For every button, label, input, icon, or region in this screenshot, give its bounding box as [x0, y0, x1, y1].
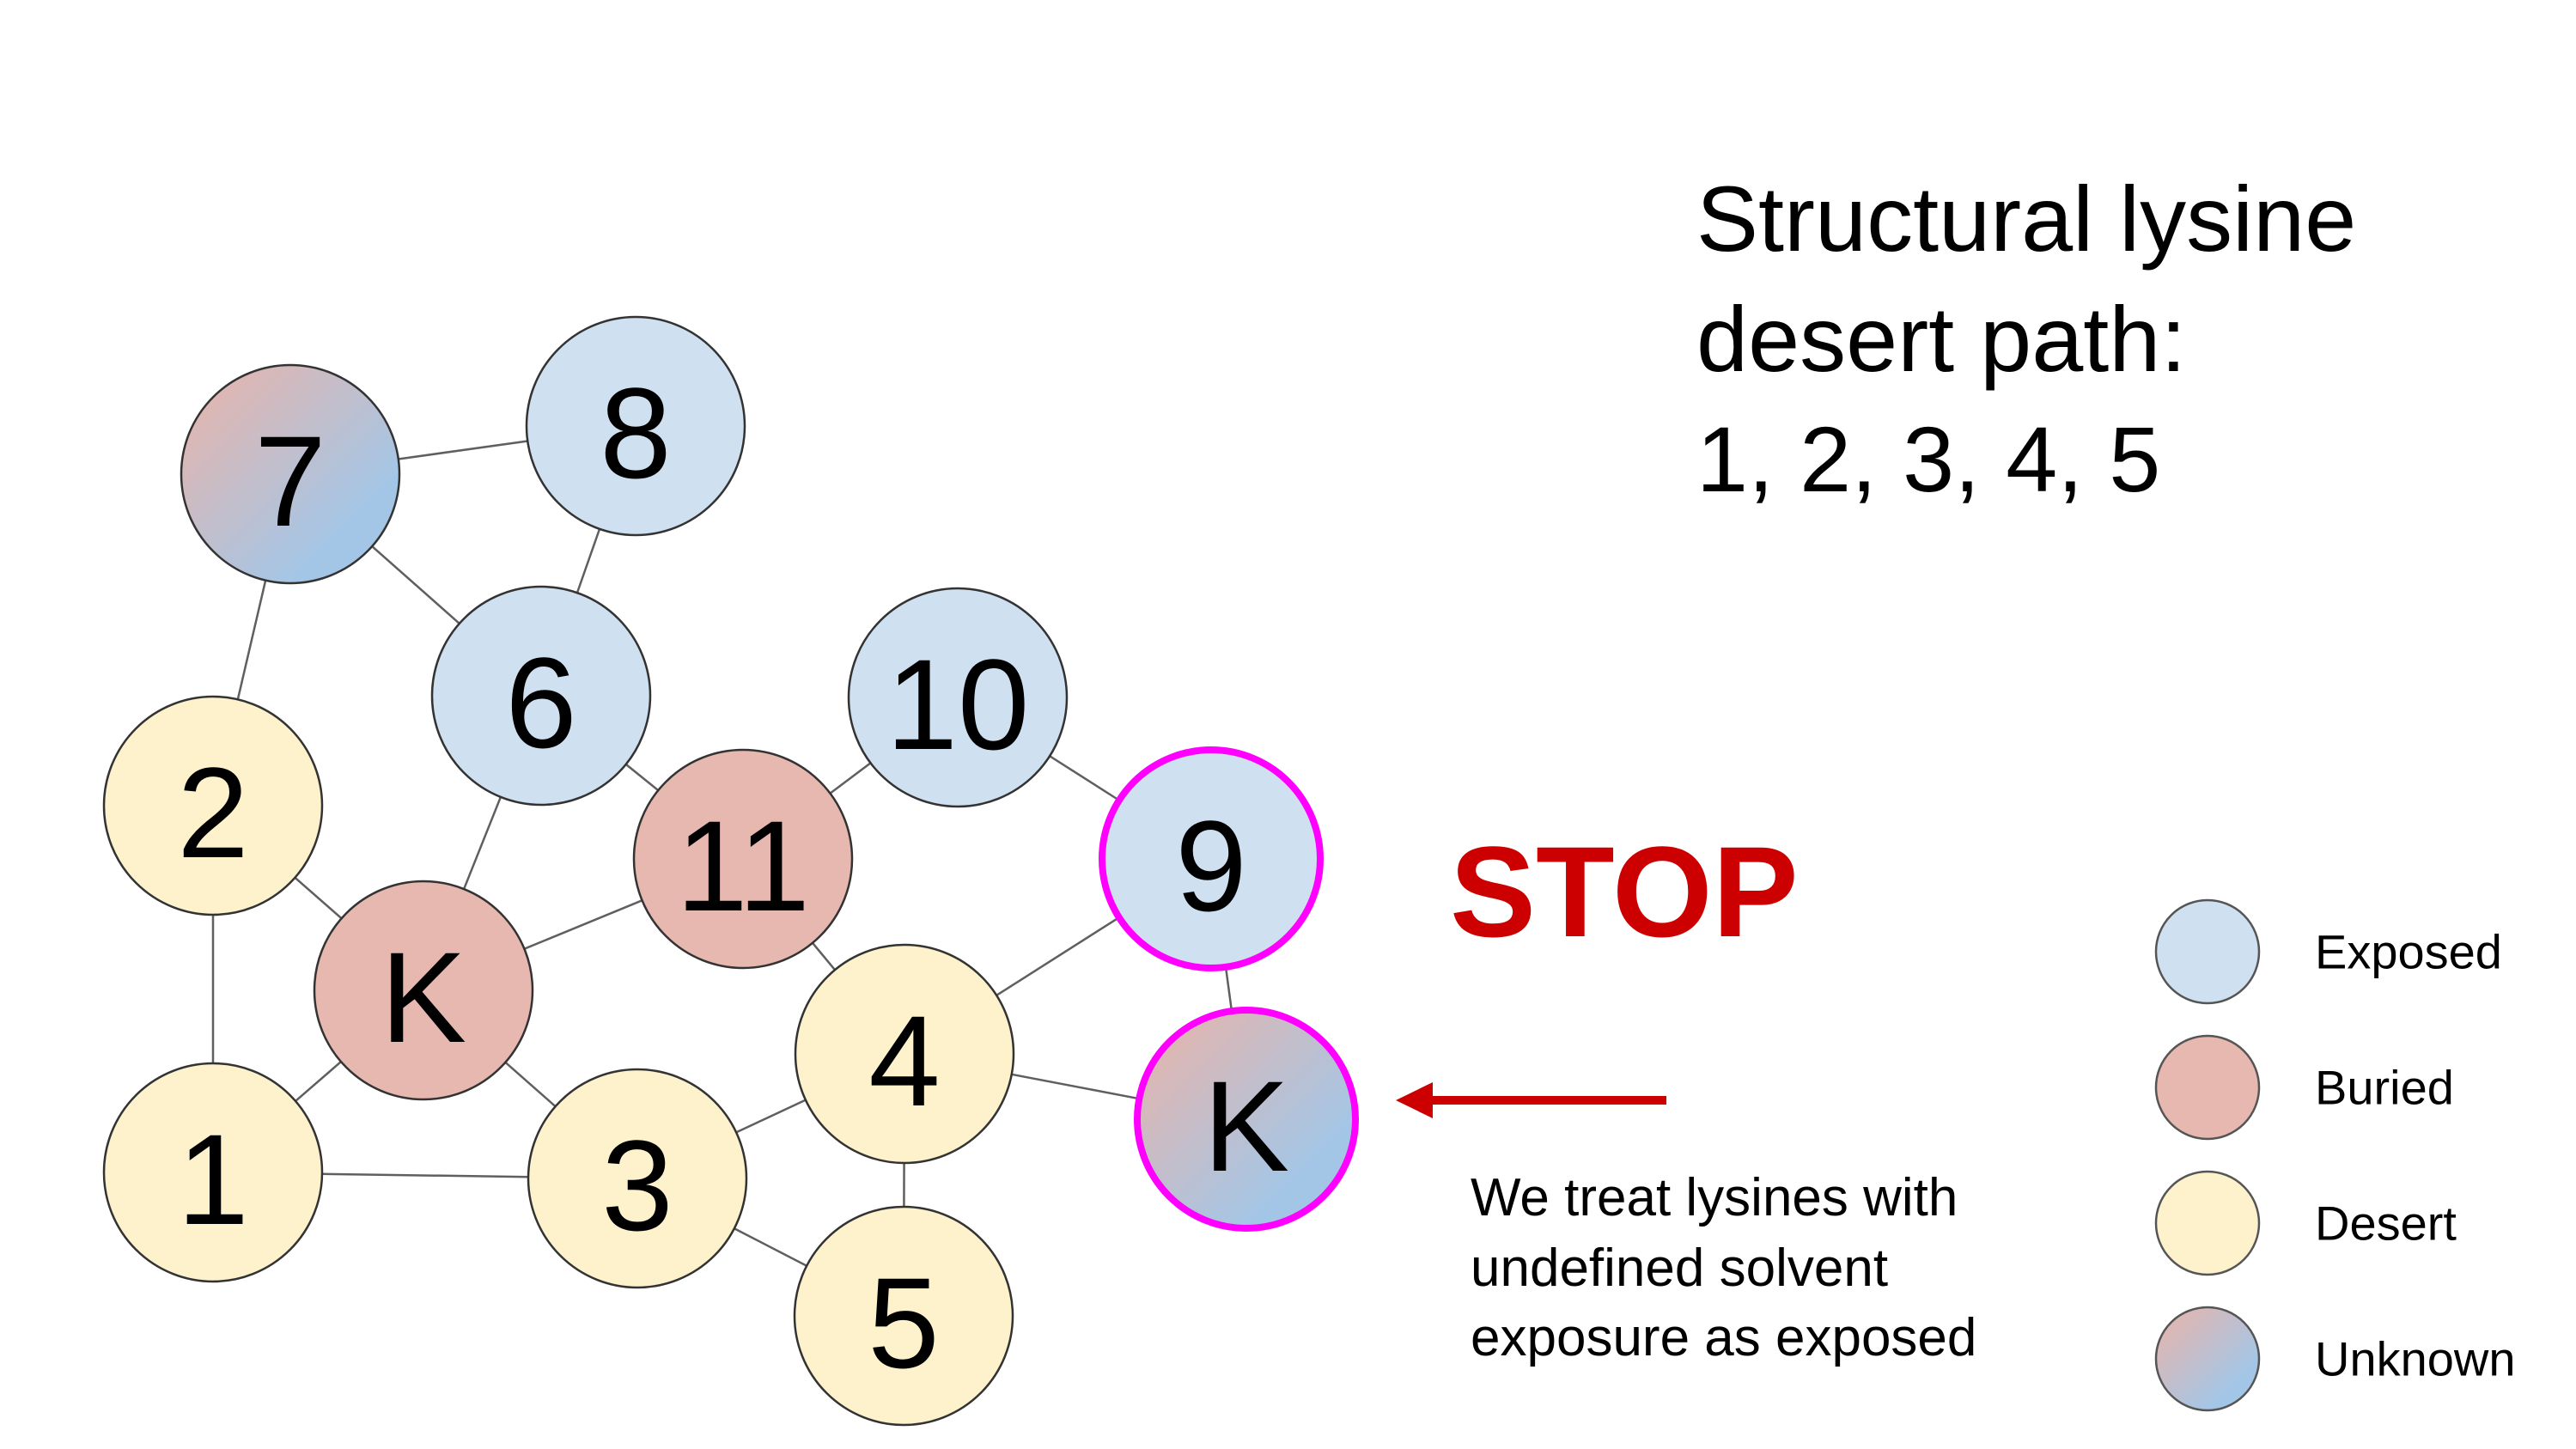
edge-n9-n4: [996, 916, 1120, 996]
node-n4: 4: [794, 943, 1015, 1165]
node-label-kburied: K: [381, 925, 466, 1069]
edge-n6-kburied: [462, 796, 502, 890]
legend-swatch-buried: [2154, 1034, 2261, 1141]
graph-edges: [211, 440, 1233, 1267]
node-circle-n3: [527, 1068, 748, 1289]
node-label-n11: 11: [676, 794, 810, 938]
node-n7: 7: [180, 363, 401, 585]
legend-label-desert: Desert: [2315, 1196, 2457, 1251]
node-label-kunknown: K: [1203, 1054, 1289, 1198]
node-label-n6: 6: [505, 630, 576, 775]
edge-n10-n11: [829, 762, 872, 795]
note-line-2: undefined solvent: [1471, 1239, 1888, 1298]
note-block: We treat lysines with undefined solvent …: [1471, 1168, 1976, 1367]
legend-swatch-unknown: [2154, 1306, 2261, 1412]
title-line-3: 1, 2, 3, 4, 5: [1696, 407, 2160, 511]
edge-n4-n3: [735, 1099, 807, 1134]
node-circle-n2: [102, 695, 324, 916]
node-n10: 10: [847, 587, 1069, 808]
legend-label-buried: Buried: [2315, 1061, 2454, 1115]
note-line-3: exposure as exposed: [1471, 1308, 1976, 1367]
node-n1: 1: [102, 1062, 324, 1283]
node-circle-n6: [430, 585, 652, 807]
node-circle-n7: [180, 363, 401, 585]
node-label-n7: 7: [254, 409, 326, 553]
arrow-head-icon: [1396, 1082, 1433, 1118]
node-label-n10: 10: [886, 632, 1030, 776]
pointer-arrow: [1396, 1082, 1666, 1118]
edge-n9-kunknown: [1224, 966, 1233, 1012]
title-block: Structural lysine desert path: 1, 2, 3, …: [1696, 167, 2356, 511]
node-label-n1: 1: [177, 1107, 248, 1251]
edge-n8-n6: [575, 528, 601, 594]
node-n11: 11: [632, 748, 854, 970]
edge-n7-n6: [371, 545, 460, 624]
legend-label-exposed: Exposed: [2315, 925, 2502, 979]
edge-n11-n4: [812, 942, 836, 971]
node-circle-kunknown: [1134, 1007, 1359, 1232]
node-circle-n4: [794, 943, 1015, 1165]
legend-item-buried: Buried: [2154, 1034, 2454, 1141]
edge-n10-n9: [1049, 755, 1120, 801]
edge-n11-kburied: [523, 899, 643, 950]
legend-item-desert: Desert: [2154, 1170, 2457, 1276]
node-label-n2: 2: [177, 740, 248, 885]
node-circle-n1: [102, 1062, 324, 1283]
edge-n6-n11: [624, 763, 660, 792]
node-label-n9: 9: [1175, 794, 1246, 938]
node-n2: 2: [102, 695, 324, 916]
legend-swatch-desert: [2154, 1170, 2261, 1276]
legend-item-exposed: Exposed: [2154, 898, 2502, 1005]
node-label-n5: 5: [868, 1251, 939, 1395]
node-circle-n11: [632, 748, 854, 970]
edge-n7-n2: [236, 580, 267, 700]
node-circle-kburied: [313, 880, 534, 1101]
title-line-1: Structural lysine: [1696, 167, 2356, 271]
node-label-n4: 4: [868, 989, 940, 1133]
edge-n3-n5: [734, 1227, 807, 1267]
stop-label: STOP: [1450, 819, 1799, 964]
node-kburied: K: [313, 880, 534, 1101]
node-label-n8: 8: [600, 361, 671, 505]
node-label-n3: 3: [601, 1113, 673, 1257]
node-n8: 8: [525, 315, 746, 537]
node-kunknown: K: [1134, 1007, 1359, 1232]
edge-n1-n3: [321, 1172, 529, 1178]
node-circle-n5: [793, 1205, 1014, 1427]
node-circle-n9: [1099, 746, 1324, 971]
edge-n4-kunknown: [1011, 1073, 1140, 1100]
node-n6: 6: [430, 585, 652, 807]
node-n9: 9: [1099, 746, 1324, 971]
title-line-2: desert path:: [1696, 287, 2186, 391]
edge-n2-kburied: [294, 876, 343, 920]
node-circle-n10: [847, 587, 1069, 808]
node-n5: 5: [793, 1205, 1014, 1427]
edge-kburied-n1: [295, 1061, 342, 1102]
node-n3: 3: [527, 1068, 748, 1289]
legend-swatch-exposed: [2154, 898, 2261, 1005]
node-circle-n8: [525, 315, 746, 537]
edge-kburied-n3: [504, 1061, 557, 1108]
legend-label-unknown: Unknown: [2315, 1332, 2515, 1386]
note-line-1: We treat lysines with: [1471, 1168, 1958, 1227]
edge-n7-n8: [398, 440, 528, 460]
legend-item-unknown: Unknown: [2154, 1306, 2515, 1412]
